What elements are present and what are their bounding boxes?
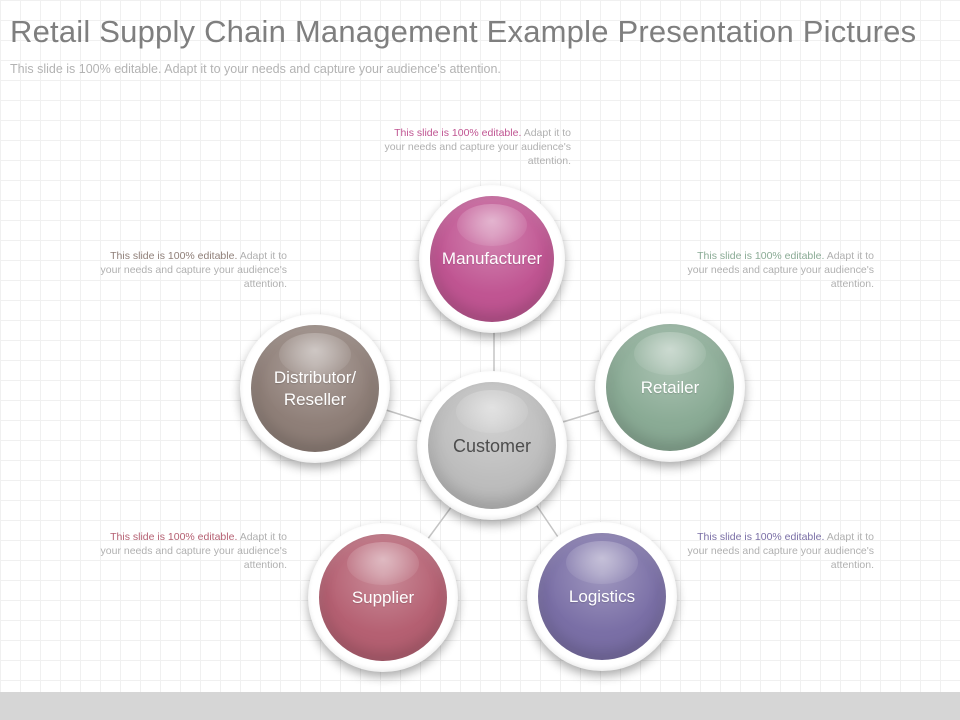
node-gloss — [456, 389, 528, 433]
node-ball — [251, 325, 379, 452]
note-lead: This slide is 100% editable. — [697, 531, 825, 543]
connector-left — [385, 409, 425, 423]
node-gloss — [347, 541, 419, 585]
node-gloss — [457, 203, 527, 247]
node-gloss — [566, 540, 638, 584]
node-manufacturer: Manufacturer — [419, 185, 565, 333]
node-customer: Customer — [417, 371, 567, 520]
node-label-line-2: Reseller — [283, 389, 347, 409]
connector-bottom-right — [536, 505, 561, 541]
node-gloss — [279, 332, 351, 376]
node-label-supplier: Supplier — [351, 587, 415, 607]
footer-bar — [0, 692, 960, 720]
node-label-manufacturer: Manufacturer — [441, 249, 543, 268]
node-ball — [428, 382, 556, 509]
node-ball — [538, 533, 666, 660]
connector-right — [562, 409, 603, 423]
node-label-retailer: Retailer — [640, 377, 700, 397]
note-body: Adapt it to your needs and capture your … — [100, 250, 287, 290]
node-label-logistics: Logistics — [568, 586, 636, 606]
note-logistics: This slide is 100% editable. Adapt it to… — [679, 530, 874, 572]
node-ball — [430, 196, 554, 322]
node-ball — [319, 534, 447, 661]
node-gloss — [634, 331, 706, 375]
note-distributor: This slide is 100% editable. Adapt it to… — [92, 249, 287, 291]
node-logistics: Logistics — [527, 522, 677, 671]
slide-title: Retail Supply Chain Management Example P… — [10, 14, 917, 49]
node-retailer: Retailer — [595, 313, 745, 462]
note-body: Adapt it to your needs and capture your … — [687, 250, 874, 290]
note-body: Adapt it to your needs and capture your … — [384, 127, 571, 167]
node-label-line-1: Distributor/ — [273, 367, 357, 387]
note-body: Adapt it to your needs and capture your … — [687, 531, 874, 571]
node-label-distributor-reseller: Distributor/ Reseller — [251, 367, 379, 411]
note-retailer: This slide is 100% editable. Adapt it to… — [679, 249, 874, 291]
note-lead: This slide is 100% editable. — [394, 127, 522, 139]
note-supplier: This slide is 100% editable. Adapt it to… — [92, 530, 287, 572]
note-lead: This slide is 100% editable. — [110, 531, 238, 543]
note-body: Adapt it to your needs and capture your … — [100, 531, 287, 571]
node-label-customer: Customer — [452, 435, 532, 456]
note-manufacturer: This slide is 100% editable. Adapt it to… — [376, 126, 571, 168]
slide-subtitle: This slide is 100% editable. Adapt it to… — [10, 62, 501, 76]
note-lead: This slide is 100% editable. — [110, 250, 238, 262]
note-lead: This slide is 100% editable. — [697, 250, 825, 262]
connector-bottom-left — [426, 505, 453, 541]
node-distributor-reseller: Distributor/ Reseller — [240, 314, 390, 463]
node-supplier: Supplier — [308, 523, 458, 672]
node-ball — [606, 324, 734, 451]
